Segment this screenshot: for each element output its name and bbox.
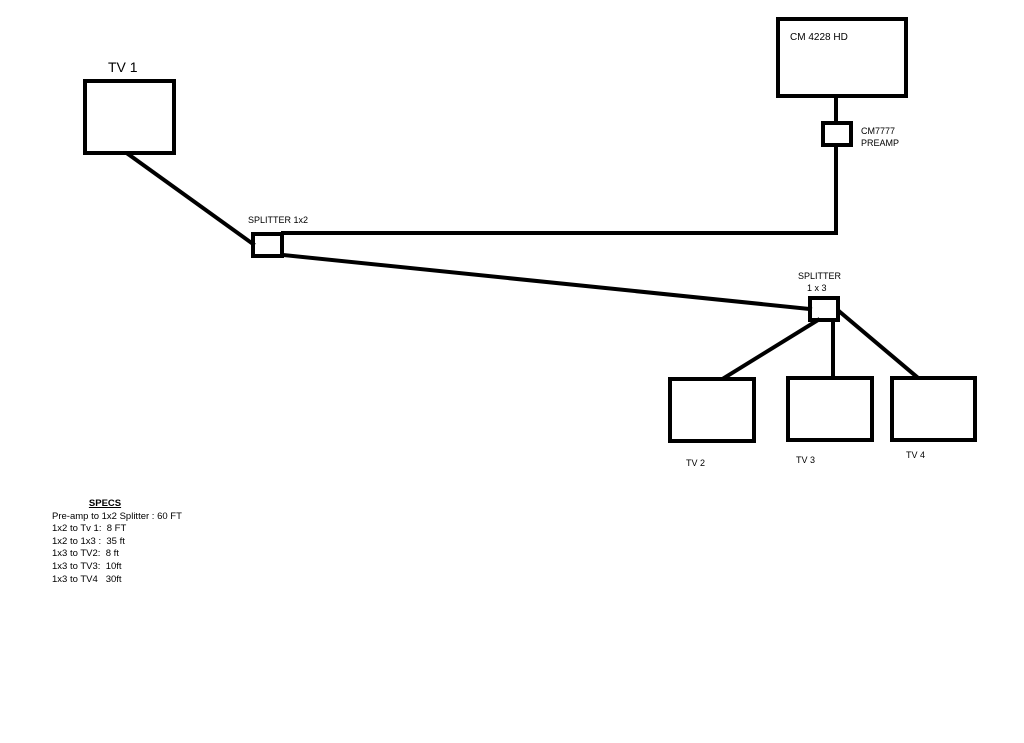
tv2-box [668,377,756,443]
tv1-label: TV 1 [108,59,138,75]
splitter12-box [251,232,284,258]
tv4-box [890,376,977,442]
specs-row: 1x3 to TV4 30ft [52,573,122,585]
cable-splitter13-tv2 [721,317,821,381]
antenna-box [776,17,908,98]
specs-row: 1x2 to 1x3 : 35 ft [52,535,125,547]
cable-tv1-splitter12 [125,151,256,247]
specs-row: 1x2 to Tv 1: 8 FT [52,523,127,535]
tv3-box [786,376,874,442]
cable-preamp-splitter12 [281,144,838,235]
splitter12-label: SPLITTER 1x2 [248,215,308,225]
tv2-label: TV 2 [686,458,705,468]
splitter13-box [808,296,840,322]
splitter13-label-line1: SPLITTER [798,271,842,281]
specs-row: Pre-amp to 1x2 Splitter : 60 FT [52,510,182,522]
splitter13-label-line2: 1 x 3 [807,283,827,293]
specs-row: 1x3 to TV3: 10ft [52,560,122,572]
specs-panel: SPECS Pre-amp to 1x2 Splitter : 60 FT 1x… [52,498,182,586]
specs-row: 1x3 to TV2: 8 ft [52,548,119,560]
preamp-label-line1: CM7777 [861,126,895,136]
specs-title: SPECS [88,498,122,509]
tv4-label: TV 4 [906,450,925,460]
cable-splitter13-tv4 [837,309,920,380]
antenna-label: CM 4228 HD [790,32,848,43]
preamp-label-line2: PREAMP [861,138,899,148]
tv3-label: TV 3 [796,455,815,465]
preamp-box [821,121,853,147]
tv1-box [83,79,176,155]
cable-splitter12-splitter13 [280,252,813,312]
